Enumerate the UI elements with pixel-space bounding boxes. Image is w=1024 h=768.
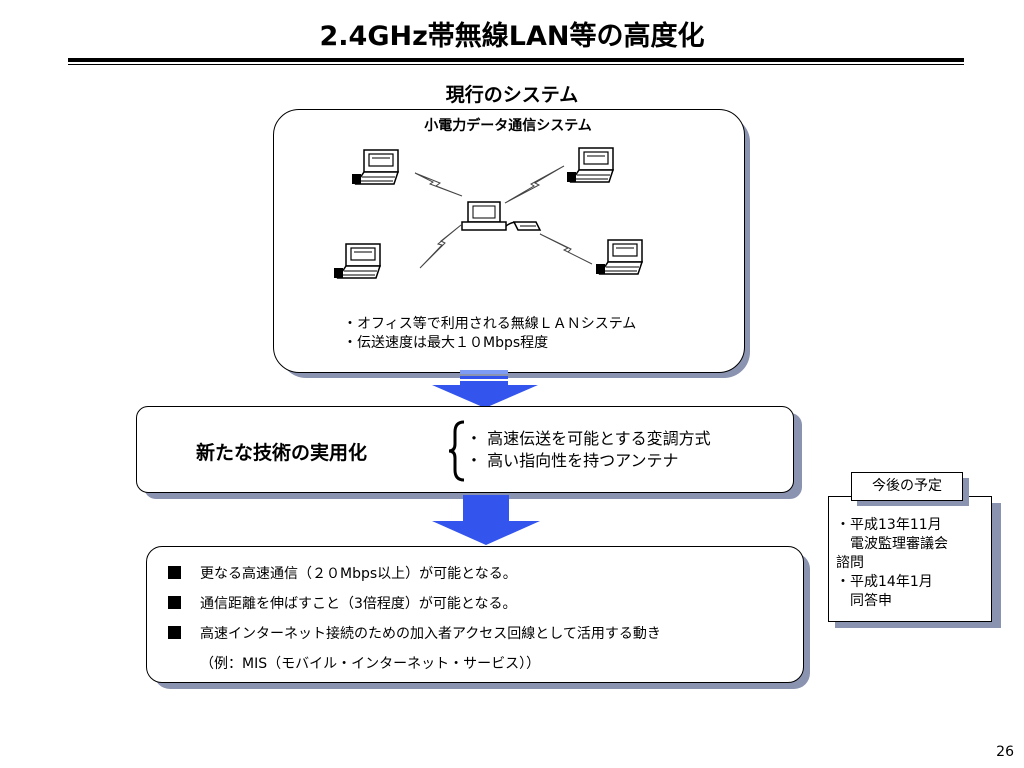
effect-example: （例：MIS（モバイル・インターネット・サービス）） <box>200 656 541 672</box>
effects-list: 更なる高速通信（２０Mbps以上）が可能となる。 通信距離を伸ばすこと（3倍程度… <box>168 563 788 683</box>
schedule-line: 電波監理審議会 <box>836 536 948 552</box>
effect-item: 更なる高速通信（２０Mbps以上）が可能となる。 <box>200 566 517 582</box>
current-system-box-title: 小電力データ通信システム <box>424 118 592 134</box>
lightning-icon <box>414 165 593 269</box>
effect-item: 通信距離を伸ばすこと（3倍程度）が可能となる。 <box>200 596 517 612</box>
laptop-icon-bottom-left <box>333 243 381 279</box>
current-system-bullets: ・オフィス等で利用される無線ＬＡＮシステム ・伝送速度は最大１０Mbps程度 <box>343 315 636 353</box>
bullet-square <box>168 566 181 579</box>
bullet-item: ・伝送速度は最大１０Mbps程度 <box>343 335 549 351</box>
schedule-heading: 今後の予定 <box>851 472 963 501</box>
title-underline <box>68 58 964 62</box>
wireless-lan-diagram <box>333 147 643 279</box>
down-arrow-2 <box>432 495 540 545</box>
effect-item: 高速インターネット接続のための加入者アクセス回線として活用する動き <box>200 626 661 642</box>
bullet-square <box>168 596 181 609</box>
feature-item: ・ 高い指向性を持つアンテナ <box>466 451 679 470</box>
current-system-box <box>273 109 745 373</box>
new-tech-box <box>136 406 794 493</box>
down-arrow-1 <box>432 370 538 408</box>
bullet-item: ・オフィス等で利用される無線ＬＡＮシステム <box>343 316 637 332</box>
slide-title: 2.4GHz帯無線LAN等の高度化 <box>319 21 705 52</box>
curly-brace <box>448 420 465 482</box>
new-tech-label: 新たな技術の実用化 <box>196 442 368 464</box>
title-underline-thin <box>68 64 964 65</box>
laptop-icon-top-right <box>566 147 614 183</box>
desktop-computer-icon <box>461 201 521 231</box>
schedule-line: 同答申 <box>836 593 892 609</box>
schedule-line: ・平成14年1月 <box>836 574 933 590</box>
access-point-icon <box>512 221 542 231</box>
bullet-square <box>168 626 181 639</box>
page-number: 26 <box>996 744 1014 760</box>
schedule-lines: ・平成13年11月 電波監理審議会 諮問 ・平成14年1月 同答申 <box>836 516 948 611</box>
laptop-icon-bottom-right <box>595 239 643 275</box>
current-system-heading: 現行のシステム <box>445 84 579 106</box>
schedule-line: 諮問 <box>836 555 864 571</box>
effects-box <box>146 546 804 683</box>
schedule-line: ・平成13年11月 <box>836 517 942 533</box>
feature-item: ・ 高速伝送を可能とする変調方式 <box>466 429 711 448</box>
laptop-icon-top-left <box>351 149 399 185</box>
new-tech-features: ・ 高速伝送を可能とする変調方式 ・ 高い指向性を持つアンテナ <box>466 428 711 472</box>
